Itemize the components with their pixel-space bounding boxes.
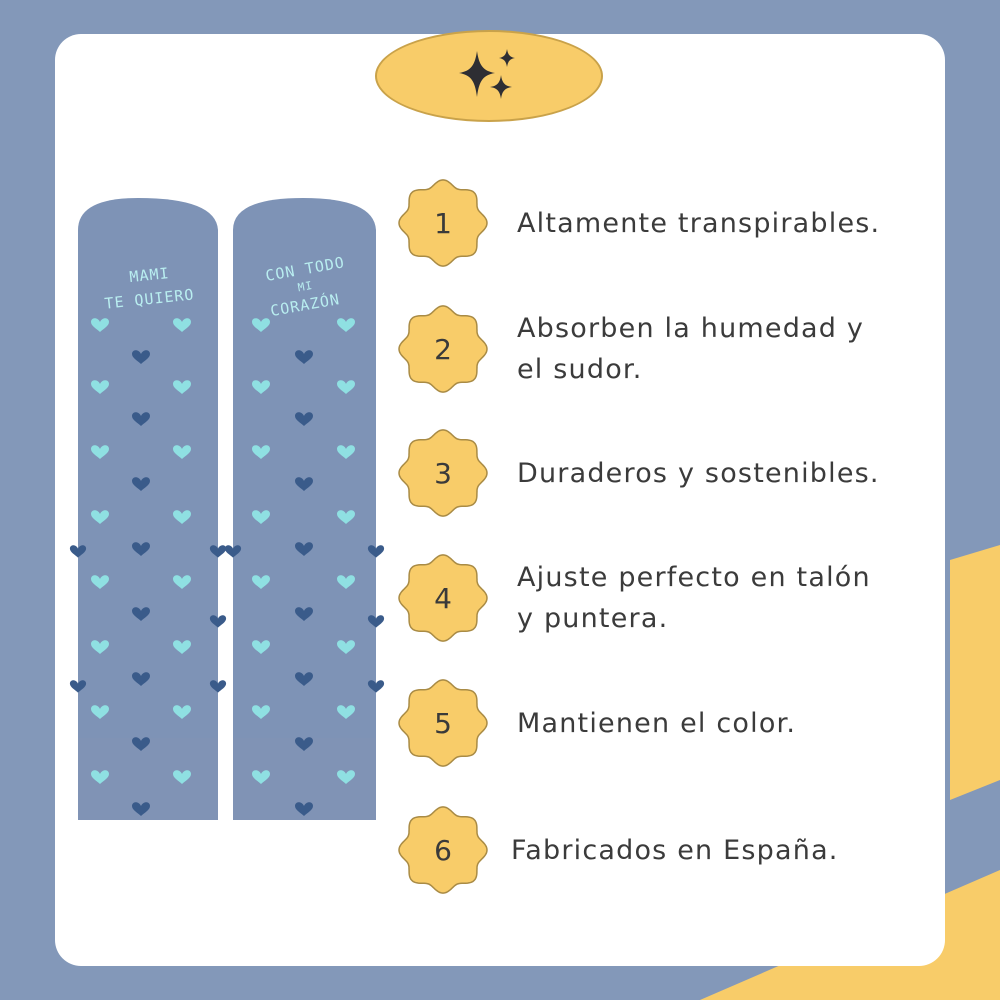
number-badge: 5 (395, 678, 491, 768)
left-sock-text-line-1: MAMI (129, 264, 171, 286)
number-badge: 4 (395, 553, 491, 643)
left-sock (78, 198, 218, 820)
feature-text: Duraderos y sostenibles. (517, 457, 880, 489)
feature-item-2: 2 Absorben la humedad y el sudor. (395, 304, 955, 394)
sparkle-badge (375, 30, 603, 122)
feature-item-6: 6 Fabricados en España. (395, 805, 955, 895)
feature-text: Absorben la humedad y el sudor. (517, 313, 865, 385)
feature-text: Mantienen el color. (517, 707, 797, 739)
socks-image: MAMI TE QUIERO CON TODO MI CORAZÓN (69, 198, 385, 820)
feature-text: Fabricados en España. (511, 834, 839, 866)
right-sock-text-line-2: MI (297, 279, 314, 294)
number-label: 4 (434, 581, 452, 615)
feature-item-5: 5 Mantienen el color. (395, 678, 955, 768)
number-badge: 6 (395, 805, 491, 895)
number-label: 6 (434, 833, 452, 867)
feature-item-4: 4 Ajuste perfecto en talón y puntera. (395, 553, 955, 643)
feature-text: Ajuste perfecto en talón y puntera. (517, 562, 871, 634)
feature-text: Altamente transpirables. (517, 207, 881, 239)
number-label: 2 (434, 332, 452, 366)
sparkles-icon (459, 49, 515, 99)
number-badge: 2 (395, 304, 491, 394)
feature-item-3: 3 Duraderos y sostenibles. (395, 428, 955, 518)
feature-item-1: 1 Altamente transpirables. (395, 178, 955, 268)
number-label: 3 (434, 456, 452, 490)
number-badge: 3 (395, 428, 491, 518)
number-badge: 1 (395, 178, 491, 268)
number-label: 1 (434, 206, 452, 240)
number-label: 5 (434, 706, 452, 740)
